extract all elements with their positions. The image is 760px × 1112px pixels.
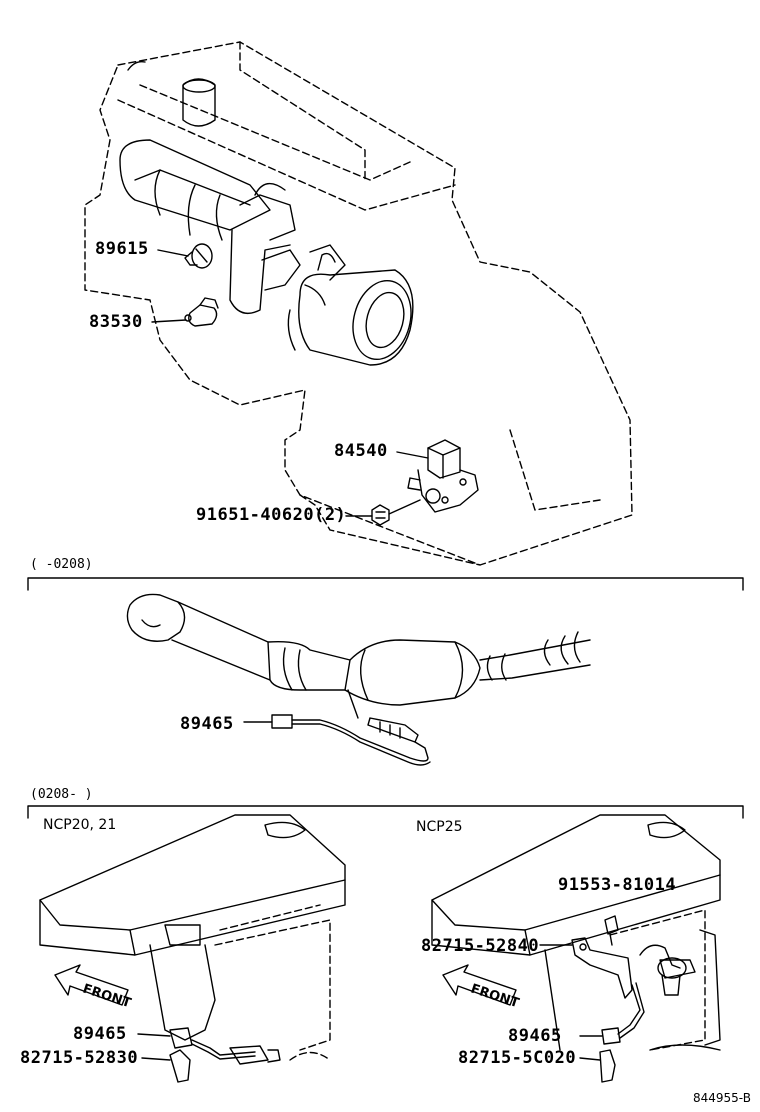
engine-ncp20-21 (39, 814, 346, 1083)
part-label-83530: 83530 (89, 312, 143, 332)
engine-block (84, 41, 633, 566)
exhaust-assembly (126, 593, 591, 766)
part-label-82715-5c020: 82715-5C020 (458, 1048, 577, 1068)
section-range-label-2: (0208- ) (30, 787, 93, 802)
part-label-89465-mid: 89465 (180, 714, 234, 734)
part-label-89615: 89615 (95, 239, 149, 259)
engine-ncp25 (431, 814, 721, 1083)
front-arrow-right-label: FRONT (469, 982, 521, 1012)
part-label-89465-left: 89465 (73, 1024, 127, 1044)
part-label-91651-40620: 91651-40620(2) (196, 505, 347, 525)
model-label-ncp20-21: NCP20, 21 (43, 817, 117, 833)
section-divider-2 (27, 805, 744, 819)
part-label-84540: 84540 (334, 441, 388, 461)
section-range-label-1: ( -0208) (30, 557, 93, 572)
part-label-89465-right: 89465 (508, 1026, 562, 1046)
section-divider-1 (27, 577, 744, 591)
model-label-ncp25: NCP25 (416, 819, 463, 835)
diagram-reference-number: 844955-B (693, 1091, 751, 1105)
part-label-82715-52840: 82715-52840 (421, 936, 540, 956)
part-label-91553-81014: 91553-81014 (558, 875, 677, 895)
front-arrow-left-label: FRONT (81, 982, 133, 1012)
part-label-82715-52830: 82715-52830 (20, 1048, 139, 1068)
